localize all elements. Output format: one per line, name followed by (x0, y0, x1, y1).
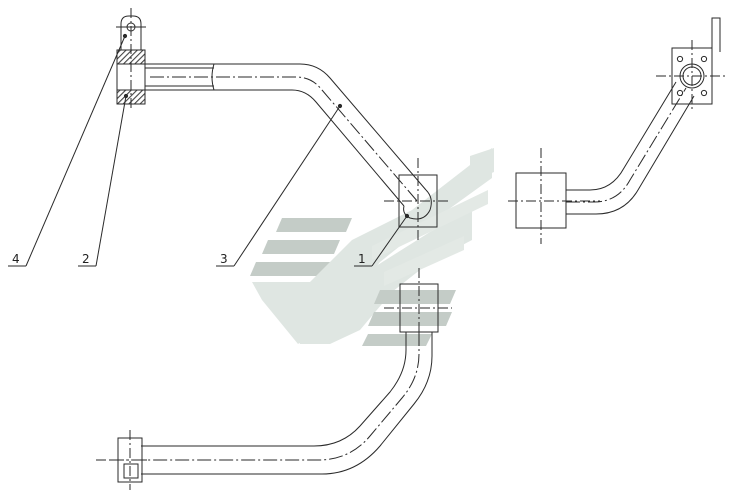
watermark-stripe-3 (374, 290, 456, 304)
watermark-chevron-inner (290, 210, 472, 344)
leader-2 (95, 95, 127, 267)
bolt-hole-tr (700, 55, 708, 63)
bottom-pipe-left-edge (141, 332, 407, 447)
bottom-pipe (96, 268, 452, 490)
callout-1-label: 1 (358, 252, 366, 266)
right-view-pipe-lower (566, 95, 695, 215)
callout-4-label: 4 (12, 252, 20, 266)
watermark-bar-1 (276, 218, 352, 232)
pipe-3-lower-edge (145, 89, 405, 207)
pipe-3-upper-edge (145, 63, 427, 191)
bolt-hole-tl (676, 55, 684, 63)
bottom-pipe-centerline (110, 332, 420, 461)
right-view-pipe-upper (566, 81, 677, 191)
callout-3-label: 3 (220, 252, 228, 266)
watermark-stripe-5 (362, 334, 432, 346)
leader-1 (371, 215, 408, 267)
watermark-stripe-4 (368, 312, 452, 326)
leader-4-dot (122, 33, 128, 39)
bottom-end-block-notch (123, 463, 139, 479)
leaders (8, 33, 410, 267)
leader-1-dot (404, 213, 410, 219)
top-left-pipe (145, 63, 432, 220)
watermark-bar-2 (262, 240, 340, 254)
leader-3 (233, 105, 341, 267)
bottom-pipe-right-edge (141, 332, 433, 475)
watermark-stripe-2 (384, 236, 464, 286)
leader-4 (25, 35, 126, 267)
callout-2-label: 2 (82, 252, 90, 266)
bracket-4 (116, 8, 146, 110)
callout-labels: 4 2 3 1 (12, 252, 366, 266)
pipe-3-elbow-end (403, 189, 432, 220)
pipe-3-centerline (150, 76, 419, 203)
watermark-stripe-1 (372, 190, 488, 260)
bolt-hole-br (700, 89, 708, 97)
right-view-pipe-centerline (566, 87, 687, 203)
right-view-bracket (711, 17, 721, 52)
leader-3-dot (337, 103, 343, 109)
block-1 (384, 158, 450, 240)
watermark-corner (470, 148, 494, 182)
leader-2-dot (123, 93, 129, 99)
watermark-bar-3 (250, 262, 330, 276)
watermark-logo (250, 148, 494, 346)
bolt-hole-bl (676, 89, 684, 97)
top-right-pipe (508, 17, 728, 244)
